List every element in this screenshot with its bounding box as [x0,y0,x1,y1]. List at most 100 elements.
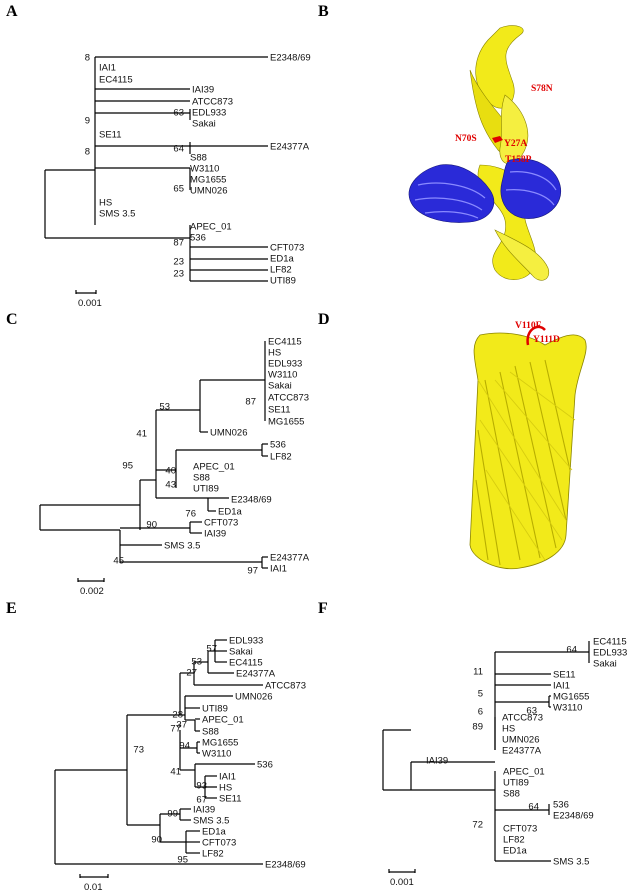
leaf-label: HS [268,348,281,359]
mutation-label-n70s: N70S [455,134,477,144]
leaf-label: HS [99,198,112,209]
bootstrap-value: 97 [247,566,258,577]
leaf-label: IAI1 [99,63,116,74]
leaf-label: MG1655 [190,175,226,186]
leaf-label: EDL933 [268,359,302,370]
leaf-label: EC4115 [229,658,263,669]
leaf-label: Sakai [192,119,216,130]
leaf-label: Sakai [229,647,253,658]
leaf-label: 536 [257,760,273,771]
leaf-label: EDL933 [192,108,226,119]
leaf-label: SMS 3.5 [193,816,229,827]
leaf-label: ED1a [202,827,226,838]
leaf-label: Sakai [268,381,292,392]
panel-letter-c: C [6,311,18,328]
leaf-label: CFT073 [202,838,236,849]
bootstrap-value: 95 [177,855,188,866]
bootstrap-value: 73 [133,745,144,756]
mutation-label-y27a: Y27A [504,139,527,149]
leaf-label: APEC_01 [193,462,235,473]
leaf-label: IAI1 [553,681,570,692]
bootstrap-value: 6 [478,707,483,718]
bootstrap-value: 9 [85,116,90,127]
leaf-label: E2348/69 [553,811,594,822]
bootstrap-value: 65 [173,184,184,195]
bootstrap-value: 8 [85,53,90,64]
leaf-label: W3110 [553,703,582,714]
yellow-domain-upper [475,25,524,109]
mutation-label-v110f: V110F [515,321,542,331]
bootstrap-value: 76 [185,509,196,520]
blue-domain-right [500,158,562,219]
bootstrap-value: 90 [151,835,162,846]
leaf-label: E2348/69 [270,53,311,64]
leaf-label: UTI89 [503,778,529,789]
bootstrap-value: 53 [191,657,202,668]
leaf-label: UMN026 [502,735,540,746]
leaf-label: SE11 [553,670,576,681]
bootstrap-value: 89 [472,722,483,733]
leaf-label: IAI39 [204,529,226,540]
leaf-label: UTI89 [193,484,219,495]
phylogenetic-tree-c: EC4115HSEDL933W3110SakaiATCC873SE11MG165… [39,337,310,582]
leaf-label: E24377A [270,142,310,153]
leaf-label: W3110 [268,370,297,381]
leaf-label: E24377A [502,746,542,757]
barrel-body [469,332,587,570]
panel-letter-f: F [318,600,328,617]
leaf-label: ATCC873 [265,681,306,692]
mutation-label-s78n: S78N [531,84,553,94]
mutation-label-y111d: Y111D [533,335,560,345]
leaf-label: ED1a [503,846,527,857]
scale-label-e: 0.01 [84,882,103,893]
leaf-label: E2348/69 [265,860,306,871]
blue-strand-highlight-right [505,171,557,206]
leaf-label: CFT073 [503,824,537,835]
bootstrap-value: 41 [136,429,147,440]
leaf-label: IAI39 [426,756,448,767]
leaf-label: SMS 3.5 [553,857,589,868]
bootstrap-value: 90 [146,520,157,531]
panel-letter-a: A [6,3,18,20]
loop-mutation-marker [526,325,546,346]
leaf-label: ED1a [270,254,294,265]
bootstrap-value: 23 [173,257,184,268]
bootstrap-value: 67 [196,795,207,806]
leaf-label: 536 [190,233,206,244]
barrel-crossing-strands [477,371,576,561]
leaf-label: CFT073 [270,243,304,254]
leaf-label: MG1655 [202,738,238,749]
leaf-label: SE11 [219,794,242,805]
bootstrap-value: 57 [206,644,217,655]
panel-letter-d: D [318,311,330,328]
blue-strand-highlight-left [414,182,486,219]
bootstrap-value: 64 [566,645,577,656]
leaf-label: EC4115 [99,75,133,86]
leaf-label: S88 [190,153,207,164]
leaf-label: MG1655 [553,692,589,703]
leaf-label: 536 [553,800,569,811]
bootstrap-value: 45 [113,556,124,567]
leaf-label: HS [502,724,515,735]
leaf-label: ATCC873 [268,393,309,404]
leaf-label: SE11 [99,130,122,141]
leaf-label: IAI1 [219,772,236,783]
leaf-label: MG1655 [268,417,304,428]
leaf-label: APEC_01 [190,222,232,233]
leaf-label: E2348/69 [231,495,272,506]
bootstrap-value: 27 [186,668,197,679]
leaf-label: Sakai [593,659,617,670]
scale-label-c: 0.002 [80,586,104,597]
leaf-label: LF82 [270,452,292,463]
leaf-label: SE11 [268,405,291,416]
bootstrap-value: 87 [173,238,184,249]
bootstrap-value: 77 [170,724,181,735]
scale-bar [77,578,105,582]
leaf-label: EDL933 [229,636,263,647]
phylogenetic-tree-e: EDL933SakaiEC4115E24377AATCC873UMN026UTI… [54,636,306,878]
barrel-strands [475,359,571,566]
protein-structure-d: V110F Y111D [469,321,587,570]
panel-letter-b: B [318,3,329,20]
leaf-label: APEC_01 [202,715,244,726]
leaf-label: LF82 [503,835,525,846]
